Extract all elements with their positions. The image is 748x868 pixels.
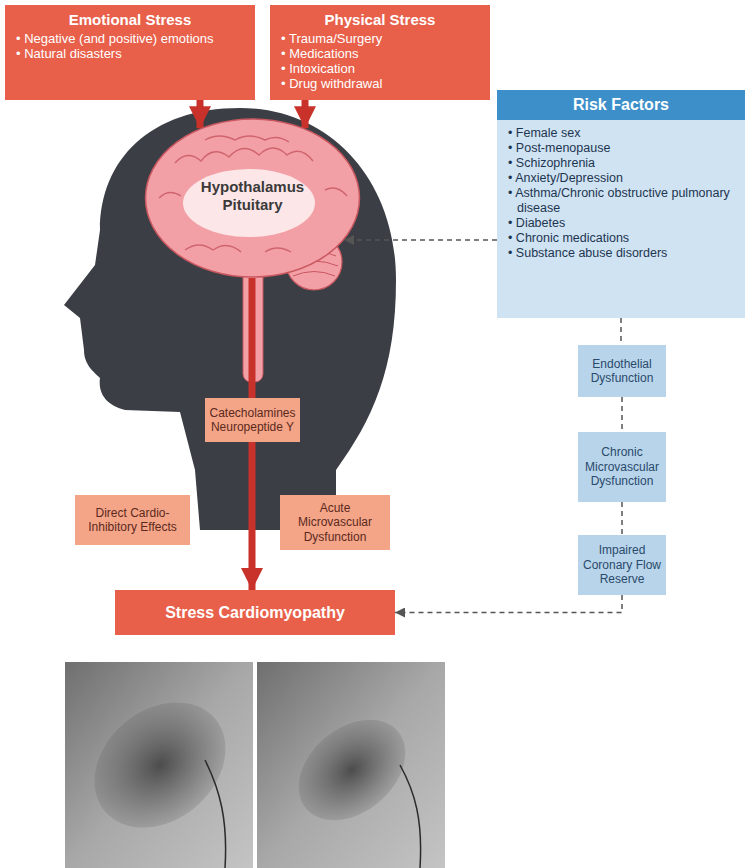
dashed-connector	[620, 318, 622, 345]
pathway-arrow	[249, 278, 256, 398]
effect-box: Acute Microvascular Dysfunction	[280, 495, 390, 550]
brain-folds	[159, 136, 347, 252]
bullet-item: • Negative (and positive) emotions	[15, 32, 245, 47]
mechanism-box: Impaired Coronary Flow Reserve	[578, 535, 666, 595]
bullet-item: • Trauma/Surgery	[280, 32, 480, 47]
mechanism-box: Chronic Microvascular Dysfunction	[578, 432, 666, 502]
dashed-connector	[621, 397, 623, 432]
node-title: Impaired Coronary Flow Reserve	[582, 543, 662, 586]
ventricle-shadow	[69, 677, 250, 854]
catheter	[205, 760, 226, 868]
node-title: Risk Factors	[497, 90, 745, 120]
node-title: Direct Cardio-Inhibitory Effects	[79, 506, 186, 535]
outcome-box: Stress Cardiomyopathy	[115, 590, 395, 635]
mediator-box: Catecholamines Neuropeptide Y	[205, 398, 300, 442]
bullet-item: • Chronic medications	[507, 231, 735, 246]
bullet-item: • Female sex	[507, 126, 735, 141]
bullet-item: • Post-menopause	[507, 141, 735, 156]
bullet-item: • Natural disasters	[15, 47, 245, 62]
brain-node: Hypothalamus Pituitary	[145, 118, 360, 278]
dashed-connector	[344, 239, 497, 241]
head-silhouette	[64, 108, 396, 530]
bullet-item: • Substance abuse disorders	[507, 246, 735, 261]
bullet-item: • Intoxication	[280, 62, 480, 77]
node-title: Chronic Microvascular Dysfunction	[582, 445, 662, 488]
bullet-item: • Schizophrenia	[507, 156, 735, 171]
node-title: Emotional Stress	[15, 11, 245, 28]
stressor-box: Emotional Stress • Negative (and positive…	[5, 5, 255, 100]
highlight	[183, 169, 315, 237]
bullet-item: • Drug withdrawal	[280, 77, 480, 92]
bullet-item: • Diabetes	[507, 216, 735, 231]
node-title: Acute Microvascular Dysfunction	[284, 501, 386, 544]
bullet-item: • Medications	[280, 47, 480, 62]
node-title: Hypothalamus Pituitary	[193, 178, 313, 214]
angiogram-right	[257, 662, 445, 868]
stressor-box: Physical Stress • Trauma/Surgery• Medicat…	[270, 5, 490, 100]
effect-box: Direct Cardio-Inhibitory Effects	[75, 495, 190, 545]
mechanism-box: Endothelial Dysfunction	[578, 345, 666, 397]
pathway-arrow	[249, 442, 256, 590]
bullet-item: • Asthma/Chronic obstructive pulmonary d…	[507, 186, 735, 216]
node-title: Stress Cardiomyopathy	[123, 604, 387, 622]
dashed-connector	[395, 595, 622, 613]
risk-factor-box: Risk Factors • Female sex• Post-menopause…	[497, 90, 745, 318]
brain-outline	[146, 119, 360, 277]
pathway-arrow	[197, 100, 204, 128]
bullet-item: • Anxiety/Depression	[507, 171, 735, 186]
angiogram-left	[65, 662, 253, 868]
pathway-arrow	[302, 100, 309, 128]
catheter	[400, 765, 421, 868]
node-title: Endothelial Dysfunction	[582, 357, 662, 386]
dashed-connector	[621, 502, 623, 535]
node-title: Catecholamines Neuropeptide Y	[209, 406, 296, 435]
node-title: Physical Stress	[280, 11, 480, 28]
